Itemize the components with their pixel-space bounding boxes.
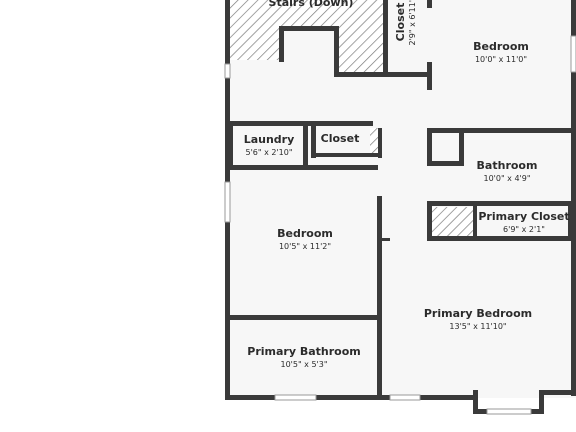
bedroom-w-dims: 10'5" x 11'2" <box>279 242 331 251</box>
bedroom-w-name: Bedroom <box>277 227 333 240</box>
primary-bedroom-name: Primary Bedroom <box>424 307 532 320</box>
bedroom-ne-dims: 10'0" x 11'0" <box>475 55 527 64</box>
bathroom-dims: 10'0" x 4'9" <box>483 174 530 183</box>
primary-closet-dims: 6'9" x 2'1" <box>503 225 545 234</box>
laundry-dims: 5'6" x 2'10" <box>245 148 292 157</box>
windows <box>224 35 576 415</box>
closet-top-name: Closet <box>394 3 407 42</box>
closet-top-dims: 2'9" x 6'11" <box>408 0 417 46</box>
primary-closet-hatch <box>430 207 473 238</box>
closet-mid-name: Closet <box>321 132 360 145</box>
walls <box>225 0 576 414</box>
stairs-area <box>230 0 383 73</box>
bedroom-ne-name: Bedroom <box>473 40 529 53</box>
primary-bathroom-name: Primary Bathroom <box>247 345 360 358</box>
floor-area <box>226 0 576 398</box>
laundry-name: Laundry <box>244 133 295 146</box>
primary-bathroom-dims: 10'5" x 5'3" <box>280 360 327 369</box>
primary-bedroom-dims: 13'5" x 11'10" <box>449 322 506 331</box>
primary-closet-name: Primary Closet <box>478 210 569 223</box>
stairs-label: Stairs (Down) <box>269 0 354 9</box>
closet-top-label-group: Closet 2'9" x 6'11" <box>394 0 417 46</box>
closet-mid-hatch <box>370 128 378 153</box>
bathroom-name: Bathroom <box>477 159 538 172</box>
